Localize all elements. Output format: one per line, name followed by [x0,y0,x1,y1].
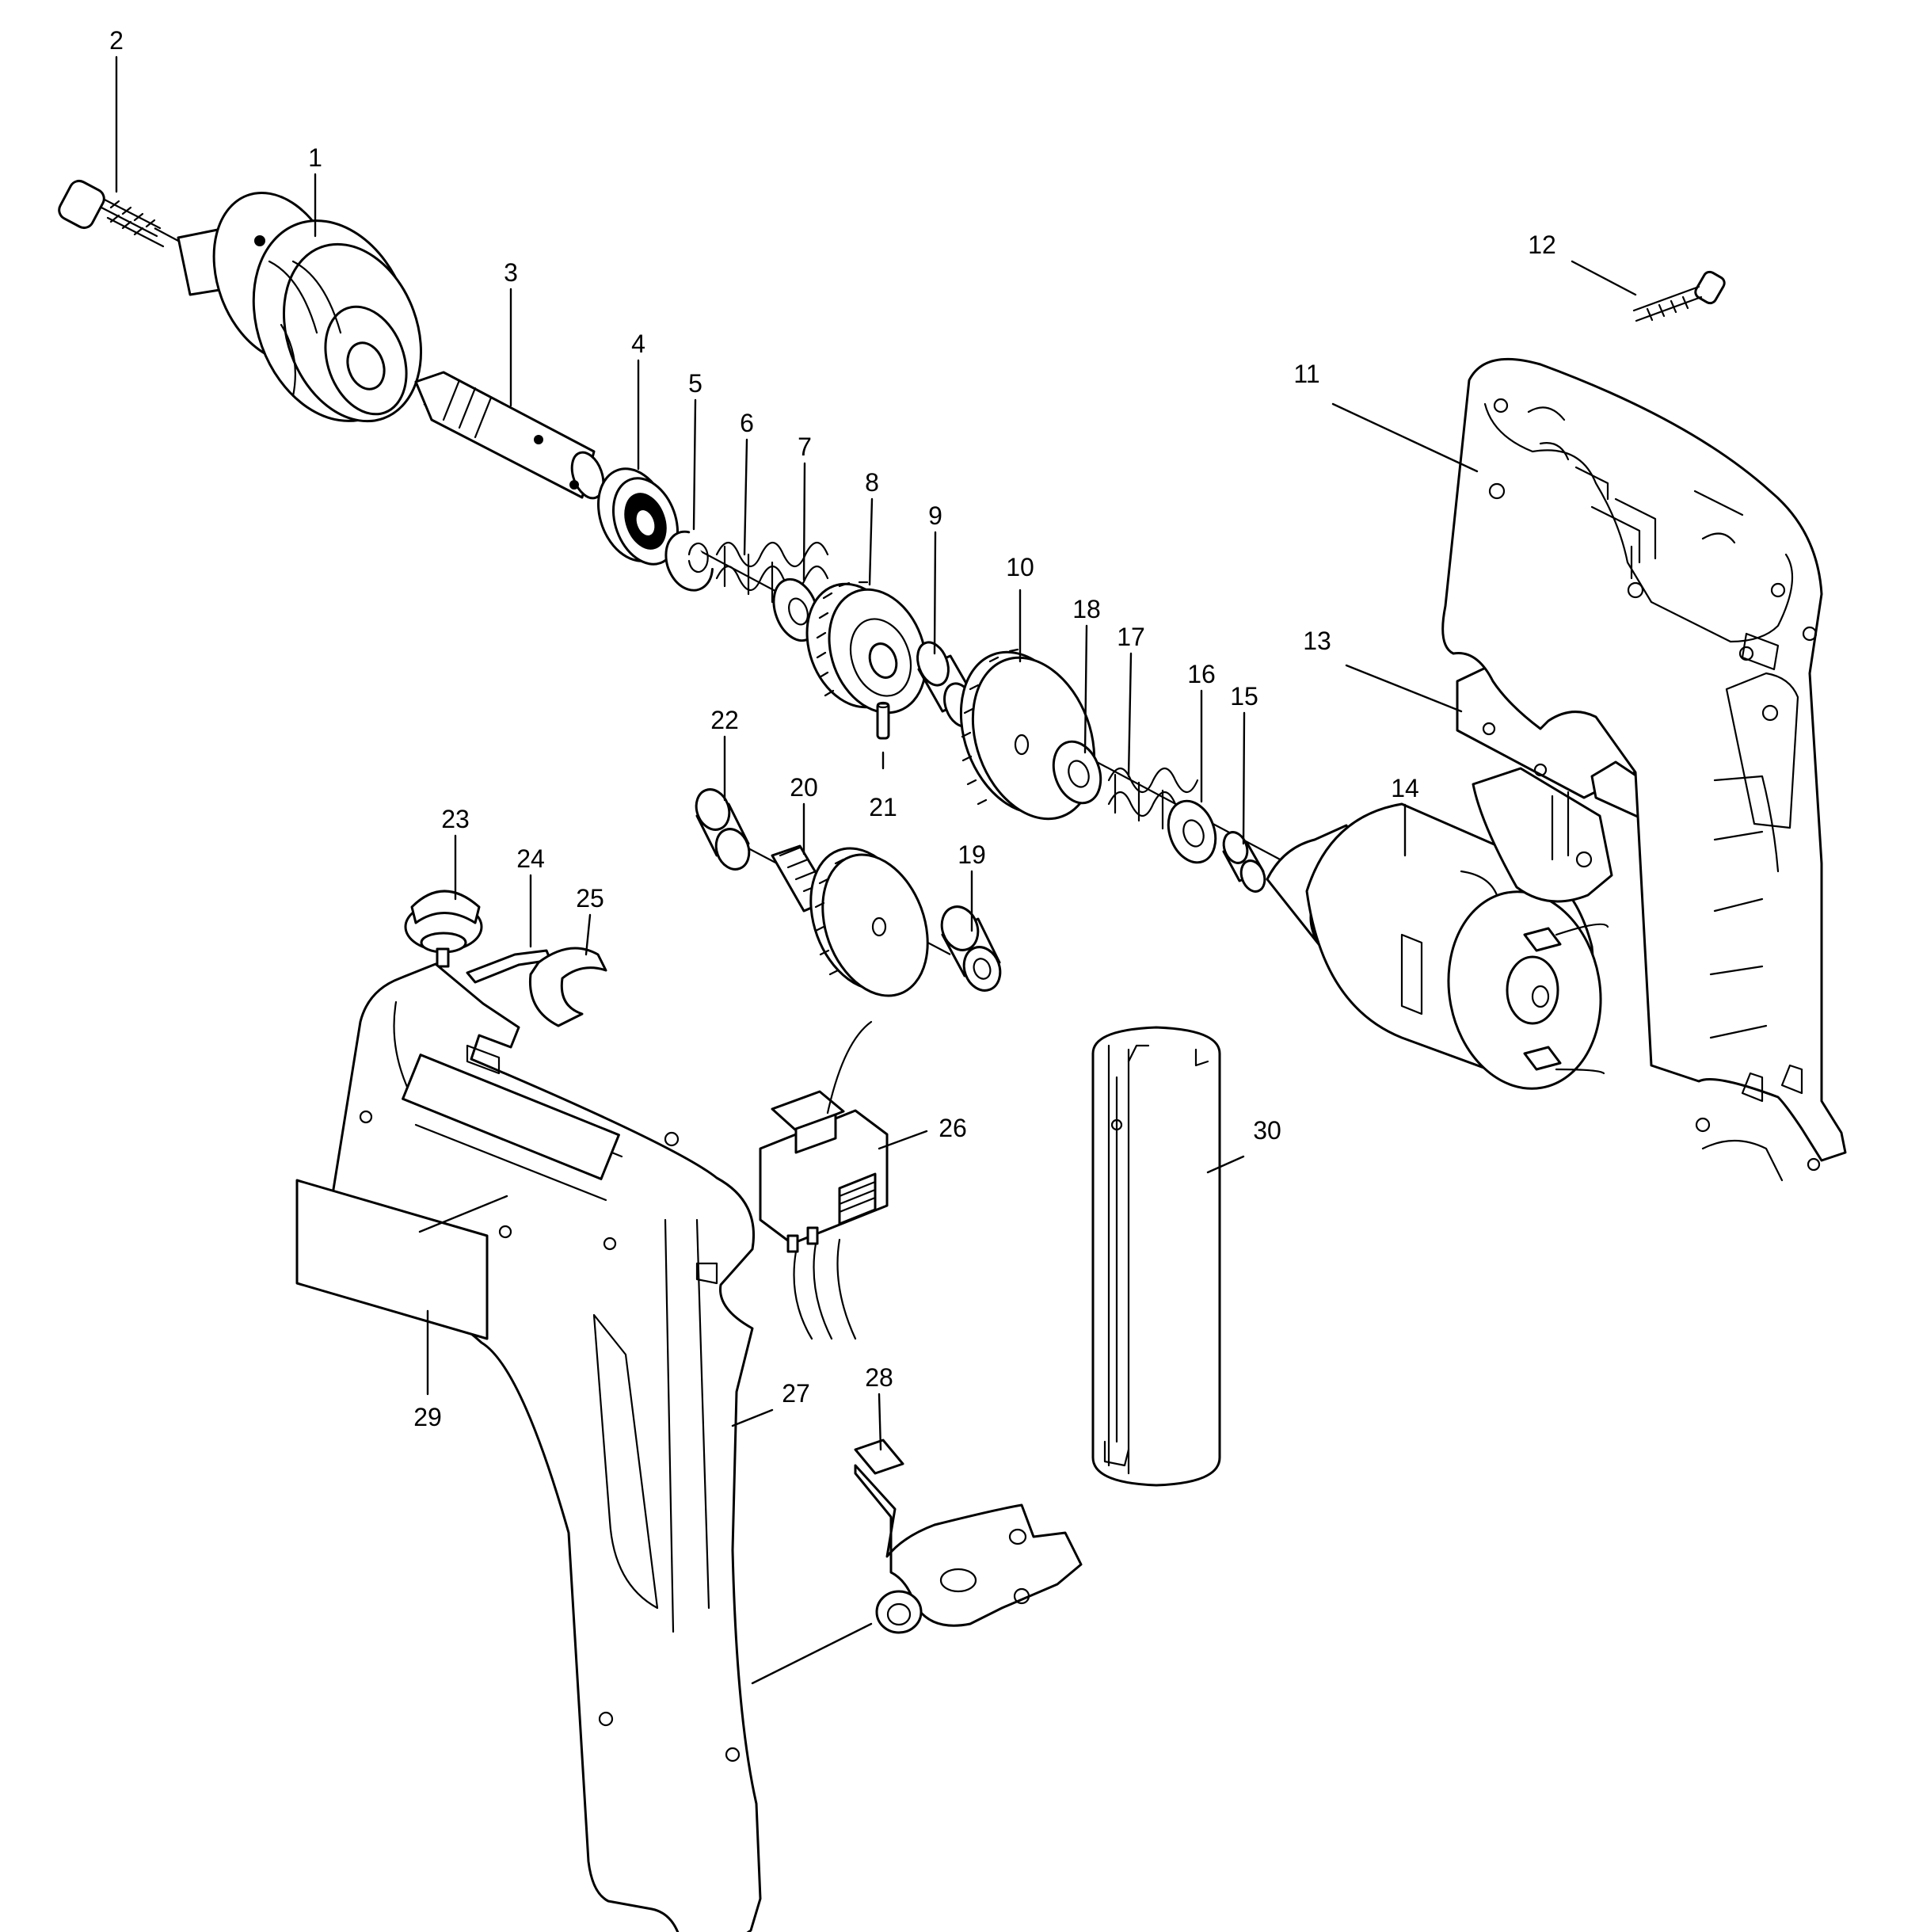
callout-13: 13 [1303,627,1331,655]
housing-set-part-27 [329,962,762,1932]
spindle-part-3 [414,371,605,500]
callout-21: 21 [869,793,897,821]
spring-part-6 [715,541,829,604]
sleeve-part-19 [940,905,1002,992]
callout-22: 22 [710,706,739,734]
clutch-gear-part-8 [805,581,927,714]
retaining-ring-part-5 [664,530,714,592]
callout-8: 8 [865,468,879,497]
leader-lines [115,55,1637,1685]
switch-part-26 [759,1020,889,1340]
callout-28: 28 [865,1363,893,1392]
clip-part-25 [528,947,607,1027]
gear-assembly-part-20 [771,844,929,997]
callout-5: 5 [688,369,702,398]
knob-part-23 [404,890,483,968]
sleeve-part-22 [695,788,751,871]
callout-16: 16 [1187,660,1216,688]
washer-part-16 [1167,799,1217,864]
callout-9: 9 [928,501,942,530]
callout-26: 26 [939,1114,967,1142]
callout-labels: 2 1 3 4 5 6 7 8 9 10 11 12 13 14 15 16 1… [109,26,1556,1431]
callout-14: 14 [1391,774,1419,802]
callout-20: 20 [790,773,818,802]
callout-30: 30 [1253,1116,1281,1145]
pin-part-21 [876,701,890,740]
ball-bearing-part-4 [597,467,680,566]
housing-set-part-11 [1441,357,1847,1182]
callout-4: 4 [631,330,645,358]
drill-chuck-part-1 [177,191,423,423]
washer-part-18 [1052,740,1102,805]
name-plate-part-29 [295,1179,489,1340]
callout-19: 19 [958,840,986,869]
callout-17: 17 [1117,623,1145,651]
callout-3: 3 [504,258,518,287]
callout-2: 2 [109,26,124,55]
callout-12: 12 [1528,231,1556,259]
callout-6: 6 [740,409,754,437]
callout-25: 25 [576,884,604,913]
battery-part-30 [1091,1026,1221,1487]
screw-part-2 [58,179,165,248]
callout-11: 11 [1293,360,1319,388]
callout-1: 1 [308,143,322,172]
bushing-part-15 [1222,831,1266,893]
callout-23: 23 [441,805,470,833]
callout-29: 29 [413,1403,442,1431]
callout-7: 7 [798,433,812,461]
screw-part-12 [1632,270,1726,322]
spur-gear-part-10 [959,648,1096,821]
callout-15: 15 [1230,682,1258,711]
callout-27: 27 [782,1379,810,1408]
terminal-part-28 [854,1439,1083,1634]
callout-10: 10 [1006,553,1034,581]
callout-24: 24 [516,844,545,873]
callout-18: 18 [1072,595,1101,623]
